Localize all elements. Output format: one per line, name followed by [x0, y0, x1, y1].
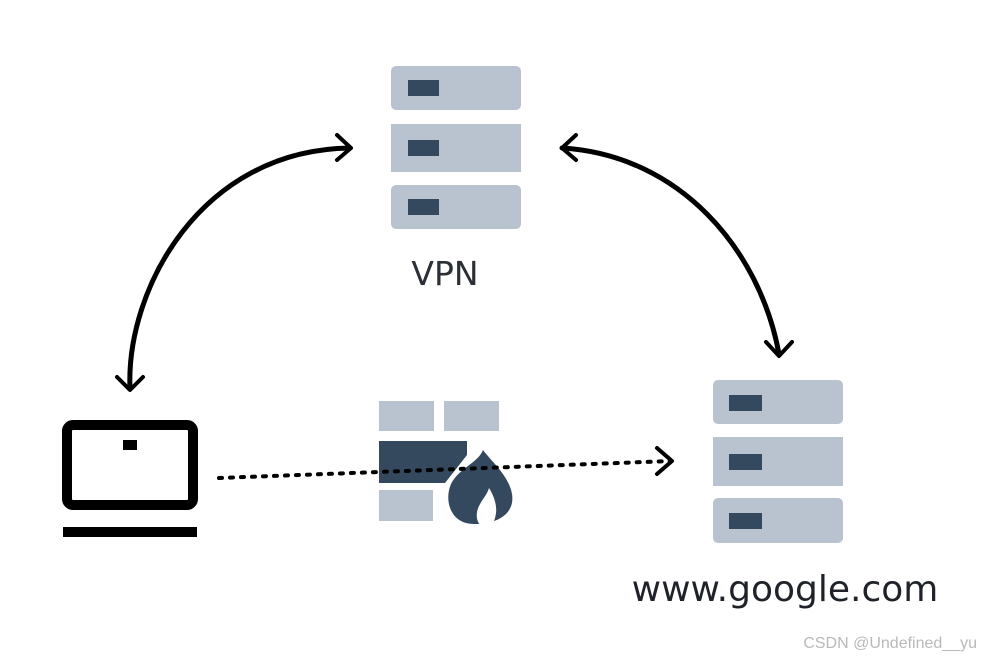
- laptop-icon: [62, 420, 198, 537]
- vpn-server-icon: [391, 66, 521, 229]
- firewall-icon: [379, 401, 513, 528]
- vpn-label: VPN: [411, 254, 478, 293]
- destination-server-icon: [713, 380, 843, 543]
- blocked-direct-path-arrow: [217, 446, 674, 480]
- vpn-destination-arrow: [559, 133, 794, 358]
- watermark-text: CSDN @Undefined__yu: [803, 635, 977, 652]
- destination-label: www.google.com: [632, 569, 939, 610]
- laptop-vpn-tunnel-arrow: [115, 133, 353, 392]
